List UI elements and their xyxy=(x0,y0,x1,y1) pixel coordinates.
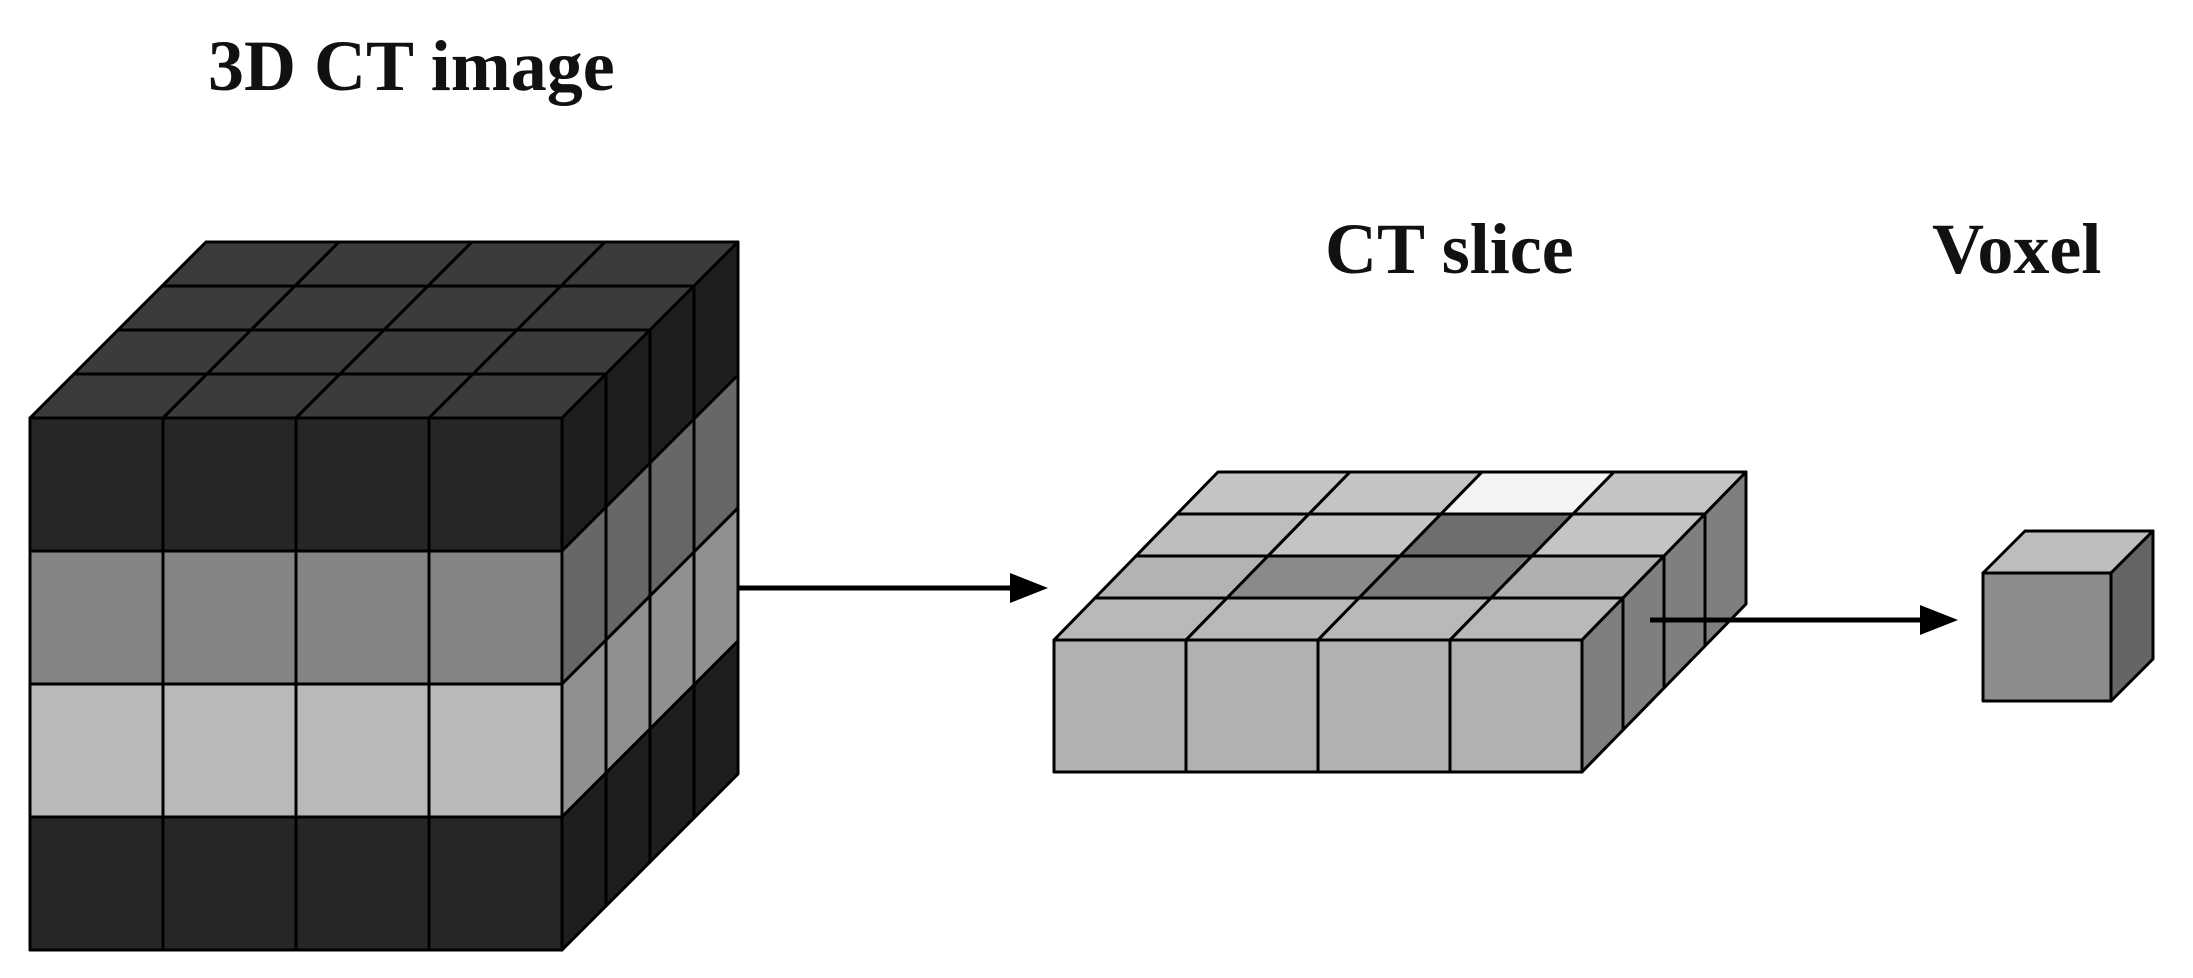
slice-front-cell xyxy=(1316,638,1452,774)
cube-front-cell xyxy=(294,815,431,952)
cube-front-cell xyxy=(294,416,431,553)
volume-to-slice-arrow-head xyxy=(1010,573,1048,603)
cube-front-cell xyxy=(28,815,165,952)
cube-front-cell xyxy=(294,682,431,819)
arrows xyxy=(738,573,1958,635)
voxel-label: Voxel xyxy=(1932,209,2102,289)
cube-front-cell xyxy=(427,815,564,952)
voxel-front-face xyxy=(1981,571,2113,703)
slice-label: CT slice xyxy=(1325,209,1574,289)
cube-front-cell xyxy=(161,682,298,819)
cube-front-cell xyxy=(28,682,165,819)
slice-front-cell xyxy=(1184,638,1320,774)
cube-front-cell xyxy=(161,416,298,553)
cube-front-cell xyxy=(427,416,564,553)
cube-front-cell xyxy=(161,815,298,952)
cube-front-cell xyxy=(28,549,165,686)
voxel-cube xyxy=(1981,529,2155,703)
slice-to-voxel-arrow-head xyxy=(1920,605,1958,635)
cube-front-cell xyxy=(161,549,298,686)
ct-slice-block xyxy=(1052,470,1748,774)
slice-front-cell xyxy=(1052,638,1188,774)
cube-front-cell xyxy=(427,549,564,686)
ct-volume-cube xyxy=(28,240,740,952)
cube-front-cell xyxy=(294,549,431,686)
volume-label: 3D CT image xyxy=(208,26,615,106)
cube-front-cell xyxy=(427,682,564,819)
slice-front-cell xyxy=(1448,638,1584,774)
cube-front-cell xyxy=(28,416,165,553)
